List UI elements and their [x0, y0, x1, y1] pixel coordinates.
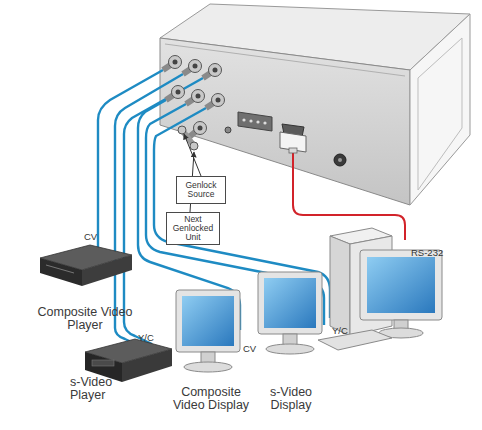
composite-video-player [40, 245, 132, 286]
db9-plug [280, 132, 306, 153]
bnc-connector [163, 56, 182, 71]
bnc-connector [186, 90, 205, 105]
bnc-t-connector [178, 122, 207, 151]
callout-box: Genlock Source [176, 176, 226, 204]
video-cables [98, 70, 330, 346]
terminal-screw [263, 121, 266, 124]
pc-tower-front [330, 236, 350, 336]
port-name: RS-232 [411, 248, 443, 258]
bnc-pin [196, 94, 201, 99]
bnc-pin [176, 90, 181, 95]
bnc-pin [198, 126, 203, 131]
signal-name: Y/C [332, 326, 348, 336]
device-label: s-Video Player [35, 336, 167, 402]
panel-edge [165, 44, 405, 76]
bnc-ring [172, 86, 185, 99]
bnc-t-end [190, 142, 198, 150]
chassis-side [410, 14, 470, 205]
device-label: Composite Video Player [25, 240, 145, 332]
player-side [122, 349, 172, 382]
bnc-pin [193, 64, 198, 69]
composite-video-display [176, 290, 240, 372]
terminal-block [238, 112, 272, 131]
device-name: s-Video Display [256, 386, 326, 412]
device-name: Composite Video Display [168, 386, 254, 412]
bnc-ring [212, 94, 225, 107]
player-front [40, 258, 82, 286]
player-side [82, 255, 132, 286]
power-jack-pin [338, 158, 342, 162]
device-name: Composite Video Player [35, 306, 135, 332]
callout-text: Genlock Source [179, 181, 223, 199]
panel-connectors [225, 112, 346, 166]
bnc-pin [173, 60, 178, 65]
power-jack [334, 154, 346, 166]
bnc-connector [206, 94, 225, 109]
pc-computer [318, 228, 442, 350]
db9-plug-boot [289, 148, 297, 153]
device-label: s-Video Display [256, 268, 326, 412]
bnc-connector [166, 86, 185, 101]
player-display [92, 360, 114, 366]
bnc-connector [203, 64, 222, 79]
panel-button [225, 127, 231, 133]
bnc-t-end [178, 126, 186, 134]
monitor-base [184, 362, 232, 372]
db9-plug-body [280, 132, 306, 152]
s-video-display [258, 272, 322, 354]
monitor-bezel [258, 272, 322, 334]
bnc-ring [209, 64, 222, 77]
callout-text: Next Genlocked Unit [169, 215, 217, 243]
monitor-base [266, 344, 314, 354]
rs232-cable [293, 150, 405, 240]
device-label: Composite Video Display [168, 284, 254, 412]
bnc-ring [189, 60, 202, 73]
bnc-ring [192, 90, 205, 103]
terminal-screw [256, 120, 259, 123]
terminal-screw [249, 119, 252, 122]
switcher-chassis [160, 4, 470, 205]
rack-ear [418, 38, 462, 190]
bnc-ring [169, 56, 182, 69]
player-tray [46, 265, 74, 273]
monitor-screen [182, 296, 234, 346]
bnc-pin [216, 98, 221, 103]
chassis-rear-panel [160, 38, 410, 205]
bnc-connectors [163, 56, 225, 151]
monitor-bezel [176, 290, 240, 352]
pc-monitor-screen [367, 257, 435, 313]
signal-name: Y/C [138, 333, 154, 343]
device-name: s-Video Player [70, 376, 132, 402]
bnc-ring [194, 122, 207, 135]
pc-monitor-bezel [360, 250, 442, 320]
pc-keyboard [318, 330, 392, 350]
callout-box: Next Genlocked Unit [166, 212, 220, 245]
terminal-screw [242, 118, 245, 121]
signal-name: CV [243, 344, 256, 354]
monitor-screen [264, 278, 316, 328]
signal-name: CV [84, 232, 97, 242]
bnc-connector [183, 60, 202, 75]
bnc-pin [213, 68, 218, 73]
